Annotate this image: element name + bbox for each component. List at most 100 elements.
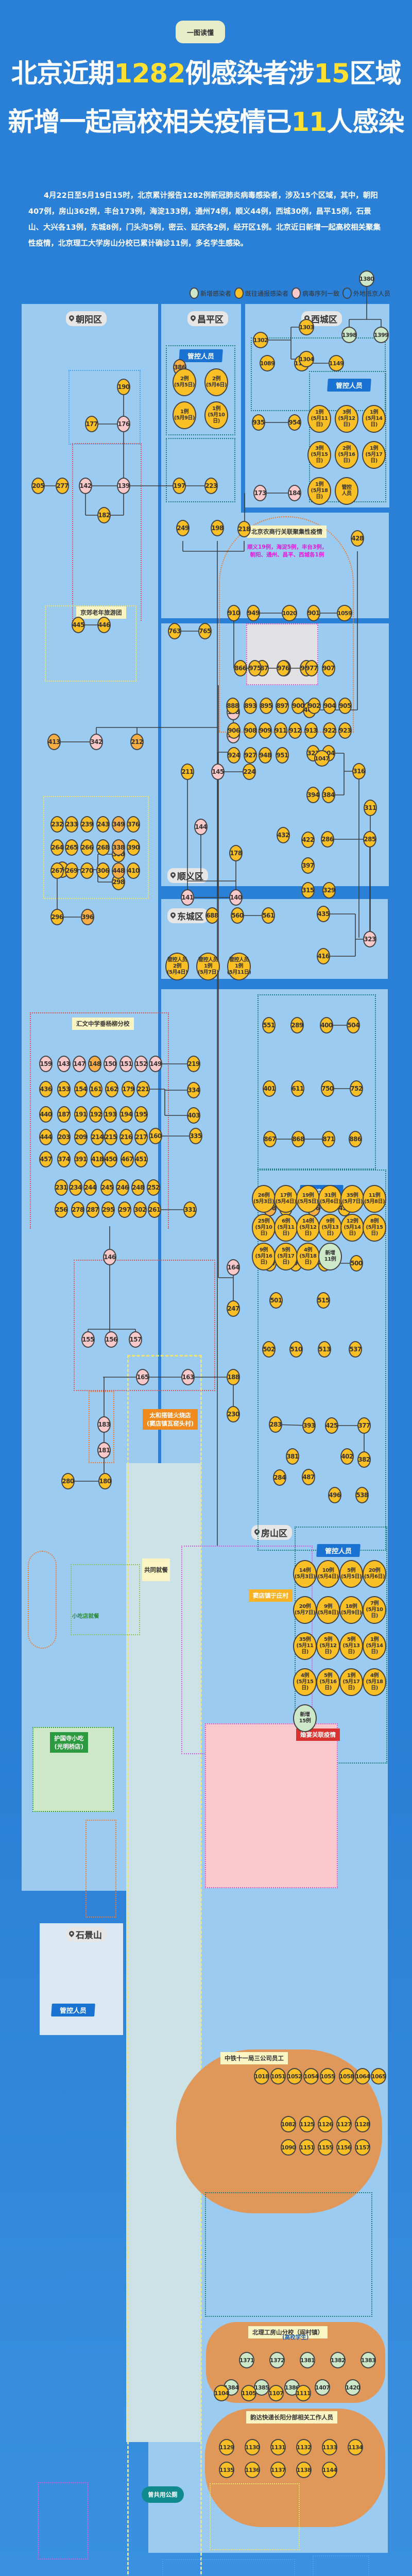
case-node: 141 [181, 889, 194, 906]
cluster-label-wedding: 婚宴关联疫情 [296, 1728, 340, 1741]
case-node: 868 [291, 1131, 305, 1147]
case-node: 285 [363, 831, 376, 848]
district-tag-shunyi: 顺义区 [167, 868, 208, 883]
case-node: 191 [74, 1106, 88, 1123]
case-node: 266 [80, 839, 94, 856]
controlled-count-node: 9例 (5月13 日) [318, 1214, 342, 1242]
case-node: 239 [80, 816, 94, 833]
controlled-count-node: 新增 11例 [318, 1243, 342, 1270]
district-label: 朝阳区 [76, 315, 102, 325]
district-label: 东城区 [177, 912, 203, 922]
box-bajiazhuang [38, 2482, 88, 2560]
case-node: 1134 [348, 2439, 363, 2455]
case-node: 1059 [337, 605, 352, 621]
case-node: 951 [276, 747, 289, 764]
case-node: 187 [57, 1106, 71, 1123]
case-node: 267 [50, 862, 64, 879]
case-node: 922 [323, 722, 336, 739]
case-node: 252 [147, 1179, 160, 1196]
box-shijiemingyuan [162, 2559, 295, 2576]
case-node: 911 [274, 722, 287, 739]
case-node: 444 [39, 1129, 53, 1145]
controlled-count-node: 管控人员 1例 (5月7日) [196, 953, 220, 980]
case-node: 244 [83, 1179, 97, 1196]
box-huiwen-school [30, 1012, 169, 1229]
case-node: 924 [227, 747, 241, 764]
case-node: 342 [90, 734, 103, 750]
district-label: 顺义区 [177, 872, 203, 882]
beili-subtitle: (高校学生) [282, 2334, 309, 2341]
case-node: 401 [263, 1080, 276, 1097]
case-node: 502 [262, 1341, 276, 1358]
case-node: 1303 [299, 319, 314, 335]
case-node: 224 [243, 764, 256, 780]
controlled-count-node: 2例 (5月5日) [173, 368, 196, 396]
case-node: 230 [227, 1406, 240, 1422]
box-chaoyang-screening [258, 994, 376, 1170]
case-node: 150 [104, 1056, 117, 1072]
case-node: 323 [363, 931, 376, 947]
case-node: 349 [112, 816, 125, 833]
controlled-count-node: 管控人员 1例 (5月11日) [227, 953, 251, 980]
legend-new: 新增感染者 [190, 287, 231, 299]
case-node: 245 [100, 1179, 114, 1196]
case-node: 763 [168, 623, 181, 639]
case-node: 750 [321, 1080, 334, 1097]
case-node: 871 [322, 1131, 335, 1147]
case-node: 451 [134, 1151, 148, 1167]
case-node: 219 [187, 1056, 200, 1072]
case-node: 261 [148, 1201, 161, 1218]
case-node: 180 [98, 1473, 112, 1489]
case-node: 1137 [270, 2462, 286, 2478]
box-panjiayuan [74, 1260, 215, 1391]
case-node: 910 [227, 605, 241, 621]
case-node: 151 [119, 1056, 133, 1072]
case-node: 1133 [322, 2439, 337, 2455]
controlled-count-node: 9例 (5月8日) [316, 1596, 340, 1624]
district-label: 房山区 [261, 1529, 287, 1539]
case-node: 1381 [300, 2352, 315, 2368]
case-node: 215 [104, 1129, 117, 1145]
case-node: 1020 [282, 605, 297, 621]
legend-new-swatch [190, 287, 199, 299]
case-node: 247 [227, 1300, 240, 1317]
case-node: 331 [183, 1201, 197, 1218]
nongshang-detail: 顺义19例，海淀5例，丰台3例， 朝阳、通州、昌平、西城各1例 [247, 544, 328, 558]
district-tag-fangshan: 房山区 [251, 1525, 292, 1540]
cluster-label-huiwen: 汇文中学垂杨柳分校 [72, 1018, 134, 1030]
location-pin-icon [69, 1931, 74, 1938]
location-pin-icon [304, 315, 310, 323]
box-changping-controlled [166, 345, 235, 435]
case-node: 1156 [336, 2139, 352, 2156]
location-pin-icon [191, 315, 196, 323]
case-node: 156 [105, 1331, 118, 1348]
controlled-count-node: 31例 (5月6日) [318, 1185, 342, 1213]
case-node: 927 [244, 747, 257, 764]
controlled-count-node: 4例 (5月18 日) [363, 1668, 386, 1696]
case-node: 907 [322, 660, 335, 676]
case-node: 551 [262, 1017, 276, 1033]
case-node: 501 [269, 1292, 283, 1309]
case-node: 765 [198, 623, 212, 639]
case-node: 428 [351, 530, 364, 547]
case-node: 1398 [341, 327, 357, 343]
case-node: 218 [237, 521, 251, 537]
case-node: 895 [260, 698, 273, 714]
box-changping-screening [166, 438, 235, 502]
cluster-label-huguosi: 护国寺小吃 (光明桥店) [50, 1732, 88, 1753]
case-node: 912 [288, 722, 302, 739]
legend: 新增感染者 既往通报感染者 病毒序列一致 外地抵京人员 [190, 287, 390, 299]
controlled-count-node: 4例 (5月18 日) [296, 1243, 320, 1270]
case-node: 1304 [299, 351, 314, 367]
case-node: 149 [149, 1056, 162, 1072]
case-node: 500 [350, 1255, 363, 1272]
case-node: 457 [39, 1151, 53, 1167]
case-node: 155 [81, 1331, 95, 1348]
district-label: 西城区 [311, 315, 337, 325]
case-node: 1047 [314, 750, 330, 767]
box-fengtai-liujiayao [85, 1820, 116, 1918]
band-taihe [126, 1463, 201, 2442]
controlled-count-node: 3例 (5月15 日) [307, 441, 331, 469]
location-pin-icon [170, 912, 176, 920]
